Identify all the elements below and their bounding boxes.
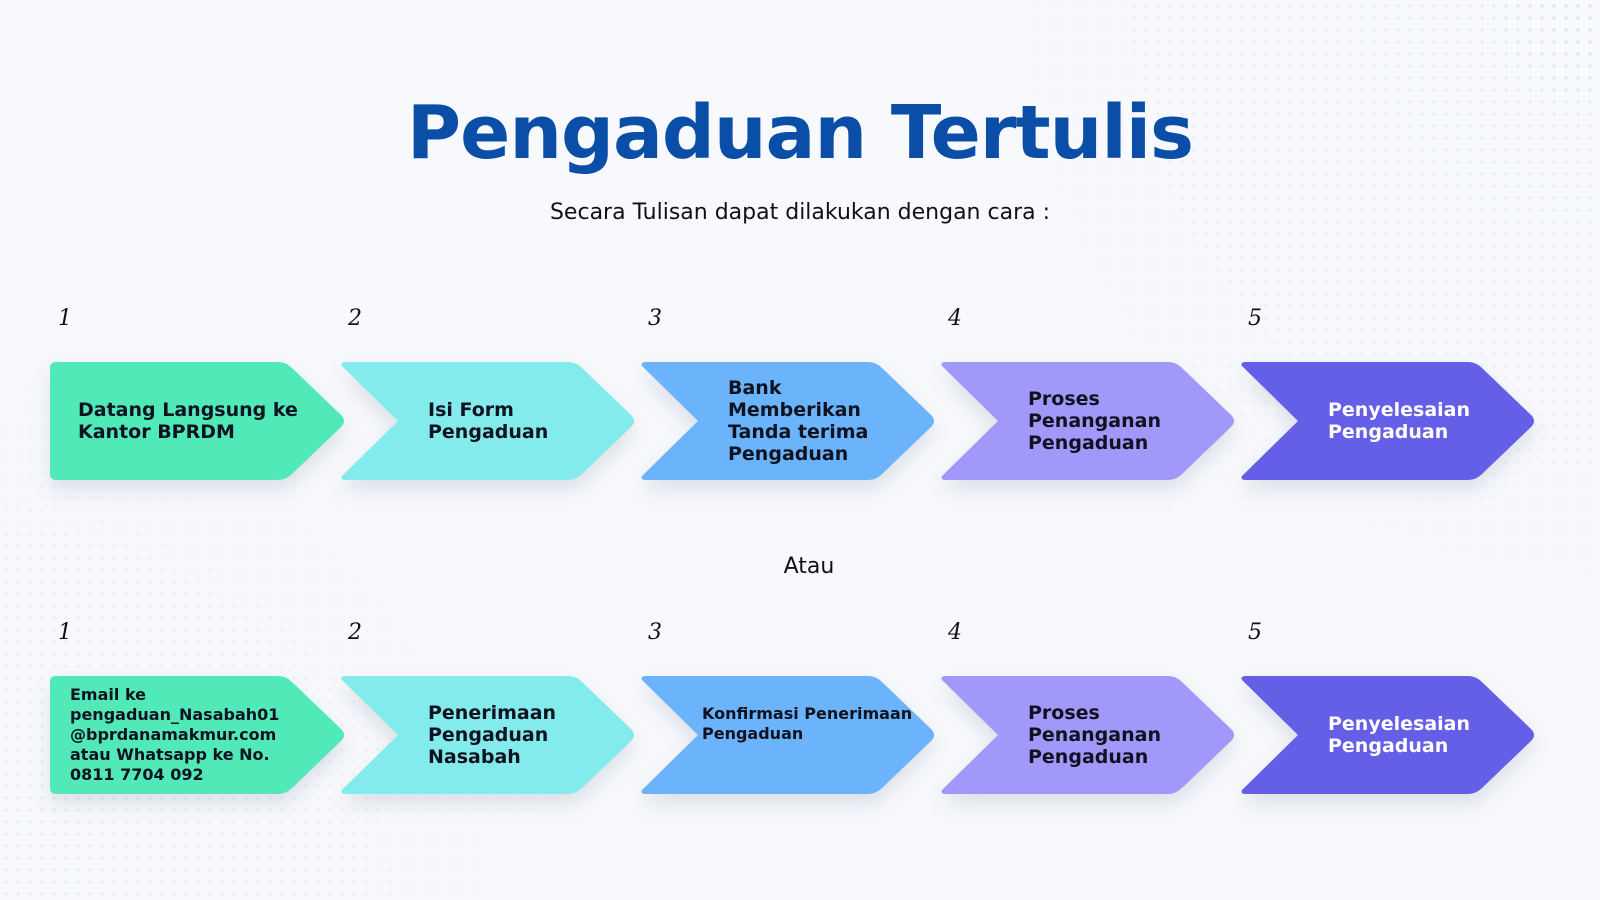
step-number: 5 <box>1248 306 1262 331</box>
chevron-shape <box>941 362 1234 480</box>
page-title: Pengaduan Tertulis <box>406 90 1194 176</box>
separator-text: Atau <box>783 554 835 579</box>
flow-1-step-1: 1 Datang Langsung ke Kantor BPRDM <box>50 300 350 490</box>
chevron-shape <box>941 676 1234 794</box>
step-number: 2 <box>348 620 362 645</box>
flow-2-step-3: 3 Konfirmasi Penerimaan Pengaduan <box>640 614 940 804</box>
page-subtitle: Secara Tulisan dapat dilakukan dengan ca… <box>549 200 1051 225</box>
chevron-shape <box>1241 676 1534 794</box>
step-label: Bank Memberikan Tanda terima Pengaduan <box>728 377 869 465</box>
flow-1-step-3: 3 Bank Memberikan Tanda terima Pengaduan <box>640 300 940 490</box>
step-label: Email ke pengaduan_Nasabah01 @bprdanamak… <box>70 685 280 784</box>
step-number: 2 <box>348 306 362 331</box>
chevron-shape <box>641 676 934 794</box>
chevron-shape <box>341 362 634 480</box>
step-number: 4 <box>948 620 962 645</box>
flow-2-step-5: 5 Penyelesaian Pengaduan <box>1240 614 1540 804</box>
step-label: Konfirmasi Penerimaan Pengaduan <box>702 704 913 743</box>
chevron-shape <box>341 676 634 794</box>
chevron-shape <box>1241 362 1534 480</box>
step-number: 4 <box>948 306 962 331</box>
step-label: Proses Penanganan Pengaduan <box>1028 388 1161 454</box>
flow-1-step-2: 2 Isi Form Pengaduan <box>340 300 640 490</box>
step-number: 3 <box>648 620 662 645</box>
chevron-shape <box>641 362 934 480</box>
flow-1-step-5: 5 Penyelesaian Pengaduan <box>1240 300 1540 490</box>
step-label: Proses Penanganan Pengaduan <box>1028 702 1161 768</box>
step-label: Penyelesaian Pengaduan <box>1328 399 1470 443</box>
flow-2-step-2: 2 Penerimaan Pengaduan Nasabah <box>340 614 640 804</box>
step-label: Datang Langsung ke Kantor BPRDM <box>78 399 298 443</box>
step-label: Isi Form Pengaduan <box>428 399 549 443</box>
flow-2-step-4: 4 Proses Penanganan Pengaduan <box>940 614 1240 804</box>
step-number: 1 <box>58 306 72 331</box>
flow-2-step-1: 1 Email ke pengaduan_Nasabah01 @bprdanam… <box>50 614 350 804</box>
step-label: Penyelesaian Pengaduan <box>1328 713 1470 757</box>
step-number: 5 <box>1248 620 1262 645</box>
step-number: 3 <box>648 306 662 331</box>
step-label: Penerimaan Pengaduan Nasabah <box>428 702 557 768</box>
chevron-shape <box>50 676 344 794</box>
flow-1-step-4: 4 Proses Penanganan Pengaduan <box>940 300 1240 490</box>
step-number: 1 <box>58 620 72 645</box>
chevron-shape <box>50 362 344 480</box>
